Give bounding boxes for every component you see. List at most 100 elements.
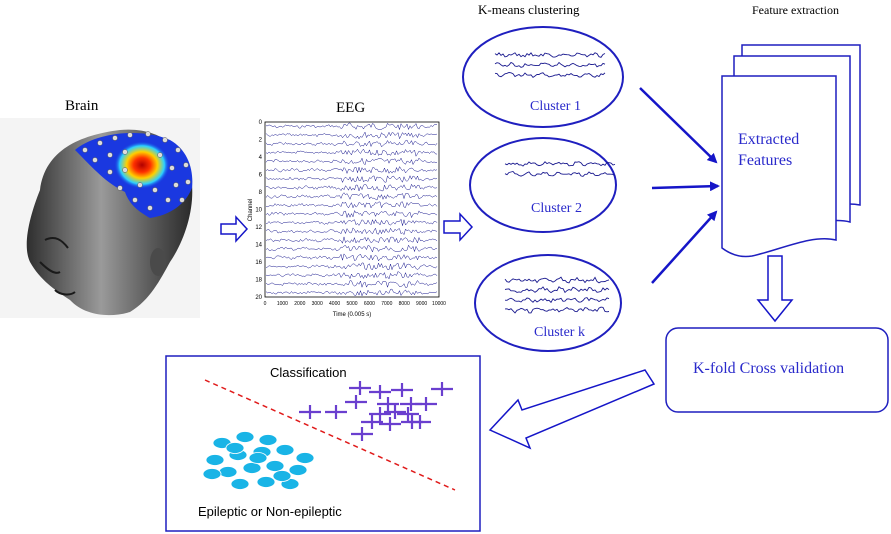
eeg-x-tick-label: 2000 <box>294 301 305 307</box>
eeg-trace-11 <box>265 209 438 219</box>
non-epileptic-point <box>225 442 245 454</box>
eeg-trace-6 <box>265 166 438 175</box>
eeg-trace-13 <box>265 227 438 236</box>
epileptic-point <box>299 405 321 419</box>
eeg-y-tick-label: 18 <box>255 278 262 284</box>
epileptic-point <box>384 405 406 419</box>
eeg-trace-15 <box>265 244 438 253</box>
eeg-trace-16 <box>265 253 438 262</box>
non-epileptic-point <box>202 468 222 480</box>
eeg-x-tick-label: 0 <box>264 301 267 307</box>
kfold-label: K-fold Cross validation <box>693 360 845 377</box>
cluster-mini-trace <box>504 297 610 304</box>
cluster-k-label: Cluster k <box>534 325 585 340</box>
eeg-trace-2 <box>265 131 438 140</box>
eeg-x-tick-label: 4000 <box>329 301 340 307</box>
epileptic-point <box>369 407 391 421</box>
eeg-y-tick-label: 10 <box>255 208 262 214</box>
eeg-trace-5 <box>265 157 438 166</box>
feature-document-stack <box>721 44 861 258</box>
kmeans-label: K-means clustering <box>478 2 580 17</box>
epileptic-point <box>379 417 401 431</box>
arrow-brain-to-eeg <box>220 215 249 243</box>
eeg-trace-8 <box>265 183 438 192</box>
cluster-mini-trace <box>504 161 616 167</box>
epileptic-point <box>361 415 383 429</box>
classification-panel <box>165 355 481 532</box>
eeg-trace-17 <box>265 261 438 271</box>
eeg-x-tick-label: 10000 <box>432 301 446 307</box>
non-epileptic-point <box>248 452 268 464</box>
cluster-1-label: Cluster 1 <box>530 99 581 114</box>
eeg-y-tick-label: 12 <box>255 225 262 231</box>
brain-head-image <box>0 118 200 318</box>
decision-boundary <box>204 379 456 491</box>
eeg-trace-20 <box>265 288 438 297</box>
arrow-cluster2-to-features <box>651 181 720 192</box>
arrow-eeg-to-clusters <box>443 212 474 242</box>
epileptic-point <box>397 407 419 421</box>
epileptic-point <box>377 397 399 411</box>
eeg-y-tick-label: 16 <box>255 260 262 266</box>
eeg-trace-7 <box>265 175 438 184</box>
cluster-1-node <box>462 26 624 128</box>
eeg-trace-14 <box>265 236 438 244</box>
eeg-trace-12 <box>266 218 438 226</box>
classification-title: Classification <box>270 365 347 380</box>
epileptic-point <box>369 385 391 399</box>
eeg-trace-19 <box>265 280 438 289</box>
brain-label: Brain <box>65 98 99 114</box>
eeg-trace-1 <box>265 122 438 131</box>
extracted-features-line2: Features <box>738 152 793 169</box>
eeg-trace-10 <box>265 201 438 209</box>
eeg-x-tick-label: 7000 <box>381 301 392 307</box>
epileptic-point <box>325 405 347 419</box>
eeg-y-tick-label: 14 <box>255 243 262 249</box>
non-epileptic-point <box>295 452 315 464</box>
non-epileptic-point <box>275 444 295 456</box>
eeg-y-tick-label: 2 <box>259 138 263 144</box>
eeg-traces <box>265 122 438 297</box>
feature-extraction-label: Feature extraction <box>752 3 839 17</box>
arrow-features-to-kfold <box>756 255 794 323</box>
eeg-x-tick-label: 9000 <box>416 301 427 307</box>
non-epileptic-point <box>230 478 250 490</box>
eeg-trace-9 <box>265 192 438 201</box>
cluster-mini-trace <box>504 276 610 284</box>
non-epileptic-points <box>202 431 315 490</box>
kfold-box <box>665 327 889 413</box>
non-epileptic-point <box>258 434 278 446</box>
cluster-mini-trace <box>504 170 616 177</box>
cluster-mini-trace <box>504 306 610 314</box>
cluster-mini-trace <box>494 52 606 58</box>
arrow-kfold-to-classification <box>488 369 656 450</box>
eeg-y-label: Channel <box>248 199 254 221</box>
arrow-clusterk-to-features <box>651 210 718 284</box>
eeg-y-tick-label: 6 <box>259 173 263 179</box>
eeg-y-tick-label: 0 <box>259 120 263 126</box>
eeg-label: EEG <box>336 100 366 116</box>
extracted-features-line1: Extracted <box>738 131 800 148</box>
eeg-y-tick-label: 20 <box>255 295 262 301</box>
eeg-y-tick-label: 4 <box>259 155 263 161</box>
eeg-trace-4 <box>265 148 438 157</box>
eeg-trace-18 <box>265 271 438 280</box>
eeg-x-tick-label: 6000 <box>364 301 375 307</box>
non-epileptic-point <box>205 454 225 466</box>
cluster-mini-trace <box>504 286 610 294</box>
cluster-mini-trace <box>494 72 606 79</box>
epileptic-point <box>351 427 373 441</box>
cluster-2-node <box>469 137 617 233</box>
non-epileptic-point <box>218 466 238 478</box>
eeg-x-tick-label: 1000 <box>277 301 288 307</box>
epileptic-point <box>431 382 453 396</box>
cluster-mini-trace <box>494 61 606 68</box>
non-epileptic-point <box>235 431 255 443</box>
eeg-x-tick-label: 3000 <box>312 301 323 307</box>
epileptic-point <box>345 395 367 409</box>
epileptic-point <box>391 383 413 397</box>
epileptic-point <box>409 415 431 429</box>
